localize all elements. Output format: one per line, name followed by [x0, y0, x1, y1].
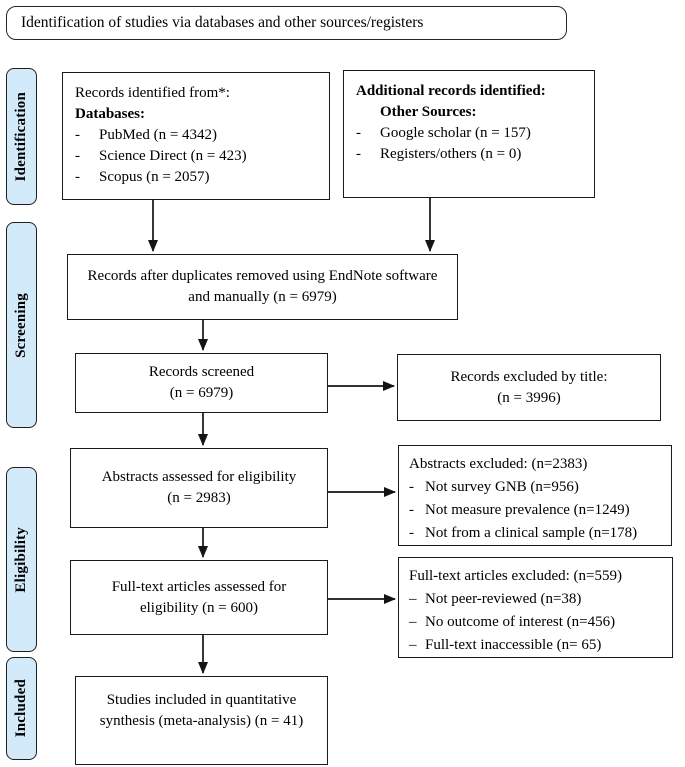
text-line: - Google scholar (n = 157) — [356, 123, 582, 144]
text-line: - Science Direct (n = 423) — [75, 146, 317, 167]
diagram-title-text: Identification of studies via databases … — [21, 14, 424, 31]
bullet-dash: - — [409, 502, 414, 518]
phase-identification-label: Identification — [13, 91, 29, 182]
text-line: Records screened — [148, 364, 255, 380]
box-abstracts-excluded: Abstracts excluded: (n=2383)-Not survey … — [398, 445, 672, 546]
box-duplicates-removed: Records after duplicates removed using E… — [67, 254, 458, 320]
diagram-title: Identification of studies via databases … — [6, 6, 567, 40]
text-line: (n = 2983) — [167, 490, 231, 506]
bullet-text: Not measure prevalence (n=1249) — [425, 502, 630, 518]
phase-identification: Identification — [6, 68, 37, 205]
text-line: -Not measure prevalence (n=1249) — [409, 499, 661, 522]
text-line: synthesis (meta-analysis) (n = 41) — [99, 713, 304, 729]
text-line: Additional records identified: — [356, 83, 546, 99]
text-line: -Not from a clinical sample (n=178) — [409, 522, 661, 545]
text-line: - Registers/others (n = 0) — [356, 144, 582, 165]
text-line: Abstracts excluded: (n=2383) — [409, 456, 588, 472]
bullet-dash: - — [75, 169, 80, 185]
text-line: Full-text articles excluded: (n=559) — [409, 568, 622, 584]
text-line: Other Sources: — [380, 104, 477, 120]
box-records-excluded-title: Records excluded by title: (n = 3996) — [397, 354, 661, 421]
phase-screening-label: Screening — [13, 292, 29, 358]
bullet-text: Not peer-reviewed (n=38) — [425, 591, 582, 607]
text-line: (n = 3996) — [497, 389, 561, 406]
text-line: eligibility (n = 600) — [139, 599, 259, 616]
text-line: Databases: — [75, 106, 145, 122]
text-line: Records identified from*: — [75, 85, 230, 101]
bullet-dash: - — [356, 146, 361, 162]
bullet-text: Registers/others (n = 0) — [380, 146, 522, 162]
phase-eligibility-label: Eligibility — [13, 526, 29, 593]
bullet-dash: - — [75, 148, 80, 164]
bullet-text: Full-text inaccessible (n= 65) — [425, 637, 602, 653]
box-abstracts-assessed: Abstracts assessed for eligibility (n = 2… — [70, 448, 328, 528]
text-line: and manually (n = 6979) — [188, 289, 337, 305]
bullet-dash: – — [409, 637, 417, 653]
bullet-dash: – — [409, 614, 417, 630]
bullet-text: Not from a clinical sample (n=178) — [425, 525, 638, 541]
text-line: - PubMed (n = 4342) — [75, 125, 317, 146]
bullet-dash: – — [409, 591, 417, 607]
phase-included-label: Included — [13, 679, 29, 738]
text-line: (n = 6979) — [169, 385, 234, 401]
text-line: Records after duplicates removed using E… — [87, 268, 438, 284]
text-line: -Not survey GNB (n=956) — [409, 476, 661, 499]
bullet-text: Not survey GNB (n=956) — [425, 479, 579, 495]
box-studies-included: Studies included in quantitative synthesi… — [75, 676, 328, 765]
box-additional-records: Additional records identified: Other Sour… — [343, 70, 595, 198]
text-line: –Not peer-reviewed (n=38) — [409, 588, 662, 611]
text-line: - Scopus (n = 2057) — [75, 167, 317, 188]
bullet-text: No outcome of interest (n=456) — [425, 614, 616, 630]
phase-included: Included — [6, 657, 37, 760]
bullet-text: PubMed (n = 4342) — [99, 127, 218, 143]
bullet-dash: - — [356, 125, 361, 141]
bullet-dash: - — [409, 479, 414, 495]
box-records-identified: Records identified from*: Databases: - PubM… — [62, 72, 330, 200]
text-line: Records excluded by title: — [450, 368, 608, 385]
phase-screening: Screening — [6, 222, 37, 428]
bullet-text: Science Direct (n = 423) — [99, 148, 247, 164]
text-line: Studies included in quantitative — [106, 692, 297, 708]
bullet-text: Google scholar (n = 157) — [380, 125, 531, 141]
text-line: –Full-text inaccessible (n= 65) — [409, 634, 662, 657]
phase-eligibility: Eligibility — [6, 467, 37, 652]
text-line: Full-text articles assessed for — [111, 578, 287, 595]
bullet-dash: - — [409, 525, 414, 541]
text-line: –No outcome of interest (n=456) — [409, 611, 662, 634]
box-fulltext-excluded: Full-text articles excluded: (n=559)–Not… — [398, 557, 673, 658]
box-records-screened: Records screened (n = 6979) — [75, 353, 328, 413]
bullet-text: Scopus (n = 2057) — [99, 169, 210, 185]
text-line: Abstracts assessed for eligibility — [101, 469, 297, 485]
box-fulltext-assessed: Full-text articles assessed for eligibili… — [70, 560, 328, 635]
bullet-dash: - — [75, 127, 80, 143]
